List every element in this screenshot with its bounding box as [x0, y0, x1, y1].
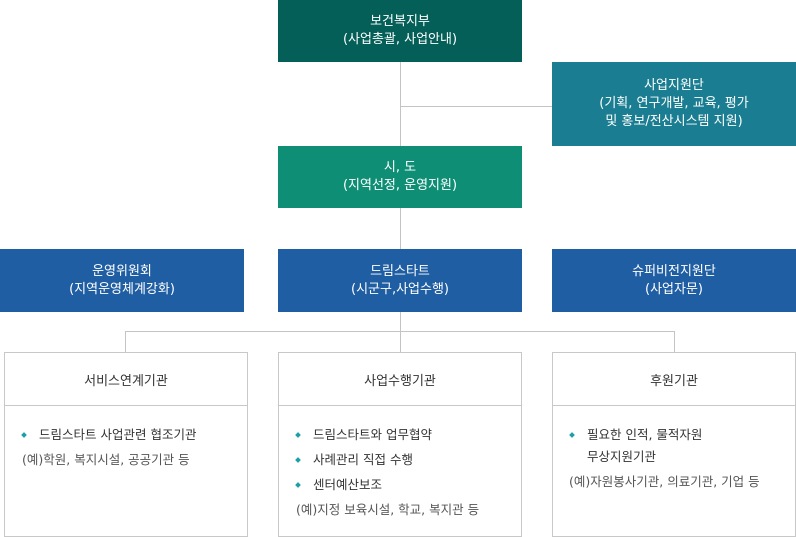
card-sponsor-title: 후원기관	[553, 353, 795, 406]
list-item-text-line-1: 필요한 인적, 물적자원	[587, 427, 703, 442]
diamond-bullet-icon	[569, 432, 575, 438]
list-item: 드림스타트와 업무협약	[279, 424, 521, 446]
node-committee: 운영위원회 (지역운영체계강화)	[0, 249, 244, 312]
connector-city-dreamstart	[400, 208, 401, 249]
node-city-subtitle: (지역선정, 운영지원)	[342, 178, 458, 193]
node-committee-subtitle: (지역운영체계강화)	[69, 281, 175, 297]
diamond-bullet-icon	[295, 432, 301, 438]
node-ministry-title: 보건복지부	[370, 14, 430, 29]
list-item: 드림스타트 사업관련 협조기관	[5, 424, 247, 446]
card-execution-example: (예)지정 보육시설, 학교, 복지관 등	[296, 502, 480, 517]
connector-dreamstart-down	[400, 312, 401, 352]
node-supervision: 슈퍼비전지원단 (사업자문)	[552, 249, 796, 312]
connector-ministry-city	[400, 62, 401, 146]
card-execution: 사업수행기관 드림스타트와 업무협약 사례관리 직접 수행 센터예산보조 (예)…	[278, 352, 522, 537]
node-support-team-subtitle-1: (기획, 연구개발, 교육, 평가	[599, 96, 749, 111]
node-dreamstart: 드림스타트 (시군구,사업수행)	[278, 249, 522, 312]
node-dreamstart-title: 드림스타트	[370, 263, 430, 279]
node-dreamstart-subtitle: (시군구,사업수행)	[351, 281, 449, 297]
node-ministry: 보건복지부 (사업총괄, 사업안내)	[278, 0, 522, 62]
node-support-team: 사업지원단 (기획, 연구개발, 교육, 평가 및 홍보/전산시스템 지원)	[552, 62, 796, 146]
card-sponsor: 후원기관 필요한 인적, 물적자원 무상지원기관 (예)자원봉사기관, 의료기관…	[552, 352, 796, 537]
diamond-bullet-icon	[21, 432, 27, 438]
list-item-text: 센터예산보조	[313, 477, 383, 492]
connector-support-team	[400, 106, 552, 107]
list-item: 필요한 인적, 물적자원 무상지원기관	[553, 424, 795, 468]
card-service-link: 서비스연계기관 드림스타트 사업관련 협조기관 (예)학원, 복지시설, 공공기…	[4, 352, 248, 537]
list-item-text: 사례관리 직접 수행	[313, 452, 413, 467]
node-support-team-title: 사업지원단	[644, 78, 704, 93]
node-committee-title: 운영위원회	[92, 263, 152, 279]
diamond-bullet-icon	[295, 457, 301, 463]
list-item: 사례관리 직접 수행	[279, 449, 521, 471]
connector-card-right	[674, 331, 675, 352]
card-service-link-example: (예)학원, 복지시설, 공공기관 등	[22, 452, 190, 467]
node-ministry-subtitle: (사업총괄, 사업안내)	[342, 32, 458, 47]
list-item-text: 드림스타트와 업무협약	[313, 427, 432, 442]
node-city: 시, 도 (지역선정, 운영지원)	[278, 146, 522, 208]
connector-horizontal-cards	[125, 331, 675, 332]
diamond-bullet-icon	[295, 482, 301, 488]
card-execution-title: 사업수행기관	[279, 353, 521, 406]
connector-card-left	[125, 331, 126, 352]
list-item: 센터예산보조	[279, 474, 521, 496]
card-sponsor-example: (예)자원봉사기관, 의료기관, 기업 등	[569, 474, 760, 489]
list-item-text: 드림스타트 사업관련 협조기관	[39, 427, 197, 442]
list-item-text-line-2: 무상지원기관	[587, 449, 657, 464]
node-city-title: 시, 도	[383, 160, 417, 175]
node-support-team-subtitle-2: 및 홍보/전산시스템 지원)	[605, 114, 743, 129]
node-supervision-title: 슈퍼비전지원단	[632, 263, 716, 279]
card-service-link-title: 서비스연계기관	[5, 353, 247, 406]
node-supervision-subtitle: (사업자문)	[645, 281, 703, 297]
